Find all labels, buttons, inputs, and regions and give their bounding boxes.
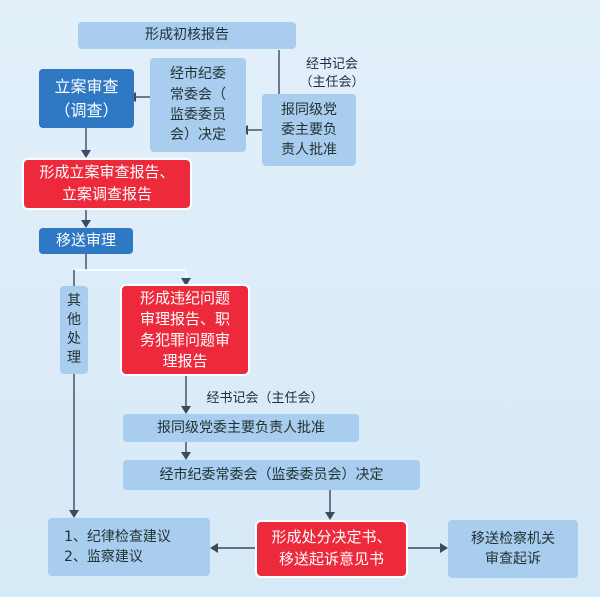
case-review-box: 立案审查 （调查） <box>39 69 134 128</box>
city-committee-bottom-box: 经市纪委常委会（监委委员会）决定 <box>123 460 420 490</box>
decision-box: 形成处分决定书、 移送起诉意见书 <box>255 520 408 578</box>
arrow-head <box>69 510 79 518</box>
report-party-top-box: 报同级党 委主要负 责人批准 <box>262 94 356 166</box>
arrow-head <box>181 452 191 460</box>
case-report-box: 形成立案审查报告、 立案调查报告 <box>22 158 192 210</box>
arrow-head <box>81 220 91 228</box>
arrow-head <box>81 150 91 158</box>
violation-report-box: 形成违纪问题 审理报告、职 务犯罪问题审 理报告 <box>120 284 250 376</box>
procuratorate-box: 移送检察机关 审查起诉 <box>448 520 578 578</box>
report-party-bottom-box: 报同级党委主要负责人批准 <box>123 414 359 442</box>
initial-report-box: 形成初核报告 <box>78 22 296 49</box>
other-handling-box: 其 他 处 理 <box>60 286 88 374</box>
arrow-head <box>210 543 218 553</box>
arrow-head <box>181 406 191 414</box>
arrow-head <box>181 278 191 286</box>
suggestions-box: 1、纪律检查建议 2、监察建议 <box>48 518 210 576</box>
approve-note-bottom: 经书记会（主任会） <box>206 391 324 406</box>
arrow-head <box>440 543 448 553</box>
arrow-head <box>325 512 335 520</box>
city-committee-top-box: 经市纪委 常委会（ 监委委员 会）决定 <box>150 58 246 152</box>
transfer-review-box: 移送审理 <box>39 228 133 254</box>
approve-note-top: 经书记会 （主任会） <box>299 57 365 90</box>
